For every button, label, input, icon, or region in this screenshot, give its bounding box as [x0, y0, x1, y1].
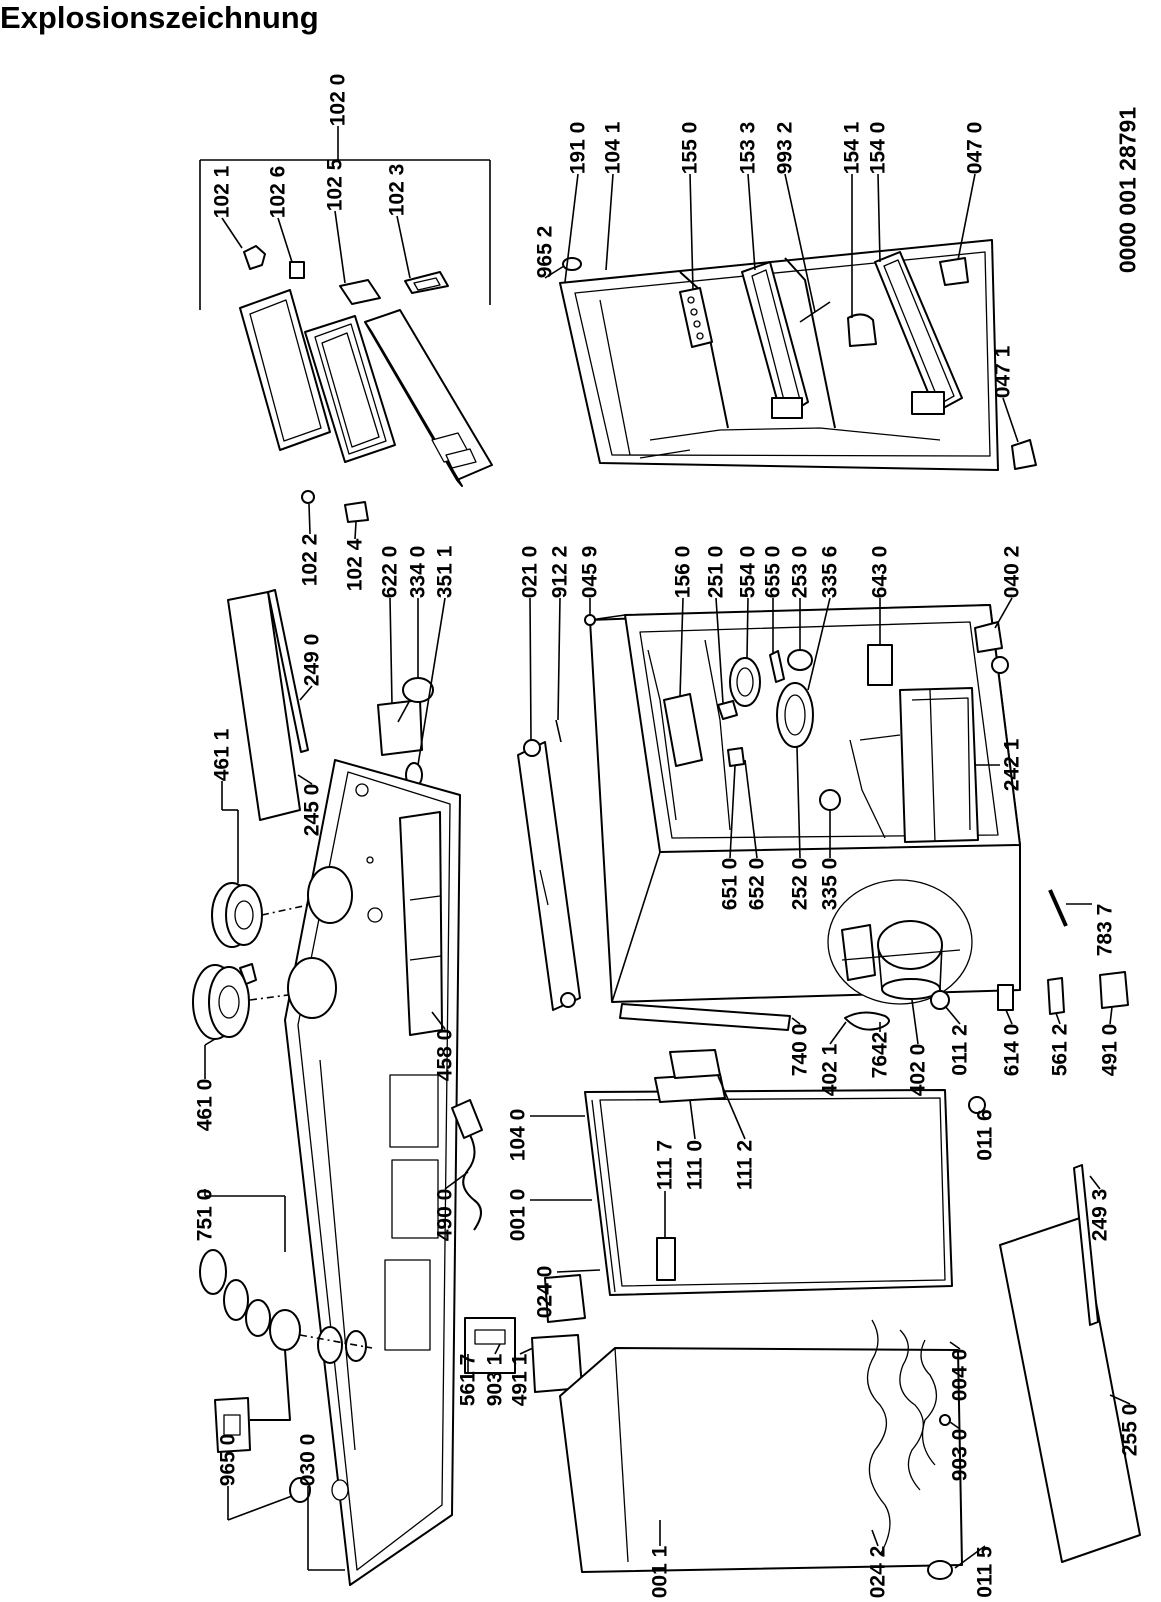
part-label: 740 0	[788, 1023, 812, 1077]
part-label: 490 0	[433, 1188, 457, 1242]
leader-lines	[199, 126, 1131, 1571]
part-label: 491 0	[1098, 1023, 1122, 1077]
part-label: 249 0	[300, 633, 324, 687]
part-label: 965 0	[216, 1433, 240, 1487]
part-label: 001 0	[506, 1188, 530, 1242]
document-number: 0000 001 28791	[1114, 106, 1141, 274]
part-label: 903 0	[948, 1428, 972, 1482]
part-label: 458 0	[433, 1028, 457, 1082]
part-label: 351 1	[433, 545, 457, 599]
part-label: 255 0	[1118, 1403, 1142, 1457]
part-label: 249 3	[1088, 1188, 1112, 1242]
part-label: 111 2	[733, 1139, 757, 1191]
rear-small-parts	[930, 889, 1129, 1114]
lower-small-parts	[464, 1274, 586, 1393]
part-label: 614 0	[1000, 1023, 1024, 1077]
compressor-inset	[827, 879, 973, 1005]
egg-tray	[679, 287, 713, 348]
part-label: 561 2	[1048, 1023, 1072, 1077]
part-label: 111 7	[653, 1139, 677, 1191]
condenser	[619, 1003, 890, 1031]
part-label: 021 0	[518, 545, 542, 599]
page-title: Explosionszeichnung	[0, 0, 319, 35]
part-label: 461 1	[210, 728, 234, 782]
part-label: 335 6	[818, 545, 842, 599]
door-gasket-frame	[239, 289, 331, 451]
part-label: 155 0	[678, 121, 702, 175]
part-label: 651 0	[718, 857, 742, 911]
cooktop-grid	[227, 589, 309, 821]
part-label: 242 1	[1000, 738, 1024, 792]
burners	[192, 882, 309, 1040]
freezer-door-panel	[364, 309, 493, 487]
control-parts	[301, 490, 434, 788]
part-label: 253 0	[788, 545, 812, 599]
part-label: 011 2	[948, 1024, 972, 1076]
part-label: 965 2	[533, 225, 557, 279]
part-label: 011 5	[973, 1546, 997, 1598]
knob-assembly	[199, 1249, 373, 1503]
part-label: 334 0	[406, 545, 430, 599]
part-label: 004 0	[948, 1348, 972, 1402]
part-label: 751 0	[193, 1188, 217, 1242]
part-label: 047 1	[991, 345, 1015, 399]
part-label: 111 0	[683, 1139, 707, 1191]
part-label: 045 9	[578, 545, 602, 599]
part-label: 154 0	[866, 121, 890, 175]
part-label: 402 0	[906, 1043, 930, 1097]
part-label: 011 6	[973, 1109, 997, 1161]
door-inner-frame	[304, 315, 396, 463]
part-label: 7642	[868, 1031, 892, 1079]
power-cord	[451, 1099, 483, 1231]
hinge-bar	[517, 614, 1009, 1011]
part-label: 622 0	[378, 545, 402, 599]
part-label: 491 1	[508, 1353, 532, 1407]
door-bottle-rack-lower	[874, 251, 963, 415]
part-label: 993 2	[773, 121, 797, 175]
part-label: 903 1	[483, 1353, 507, 1407]
thermostat-parts	[717, 644, 893, 811]
part-label: 402 1	[818, 1043, 842, 1097]
part-label: 335 0	[818, 857, 842, 911]
part-label: 024 0	[533, 1265, 557, 1319]
air-duct	[399, 811, 443, 1036]
part-label: 102 2	[298, 533, 322, 587]
part-label: 156 0	[671, 545, 695, 599]
door-small-parts	[243, 245, 449, 305]
part-label: 040 2	[1000, 545, 1024, 599]
ice-tray	[663, 693, 703, 767]
part-label: 191 0	[566, 121, 590, 175]
bottom-plate	[999, 1164, 1141, 1563]
part-label: 001 1	[648, 1545, 672, 1599]
part-label: 102 4	[343, 538, 367, 592]
part-label: 245 0	[300, 783, 324, 837]
part-label: 652 0	[745, 857, 769, 911]
part-label: 102 5	[323, 158, 347, 212]
part-label: 024 2	[866, 1545, 890, 1599]
part-label: 251 0	[704, 545, 728, 599]
door-bottle-rack-upper	[741, 261, 809, 419]
part-label: 102 1	[210, 165, 234, 219]
part-label: 561 7	[456, 1353, 480, 1407]
part-label: 554 0	[736, 545, 760, 599]
part-label: 102 0	[326, 73, 350, 127]
vegetable-crisper	[899, 687, 979, 843]
part-label: 153 3	[736, 121, 760, 175]
part-label: 252 0	[788, 857, 812, 911]
part-label: 102 6	[266, 165, 290, 219]
part-label: 102 3	[385, 163, 409, 217]
refrigerator-door-lower	[584, 1049, 953, 1296]
part-label: 104 1	[601, 121, 625, 175]
part-label: 461 0	[193, 1078, 217, 1132]
part-label: 154 1	[840, 121, 864, 175]
part-label: 912 2	[548, 545, 572, 599]
part-label: 047 0	[963, 121, 987, 175]
part-label: 643 0	[868, 545, 892, 599]
part-label: 655 0	[761, 545, 785, 599]
part-label: 030 0	[296, 1433, 320, 1487]
part-label: 104 0	[506, 1108, 530, 1162]
part-label: 783 7	[1093, 903, 1117, 957]
refrigerator-housing	[559, 1319, 963, 1580]
